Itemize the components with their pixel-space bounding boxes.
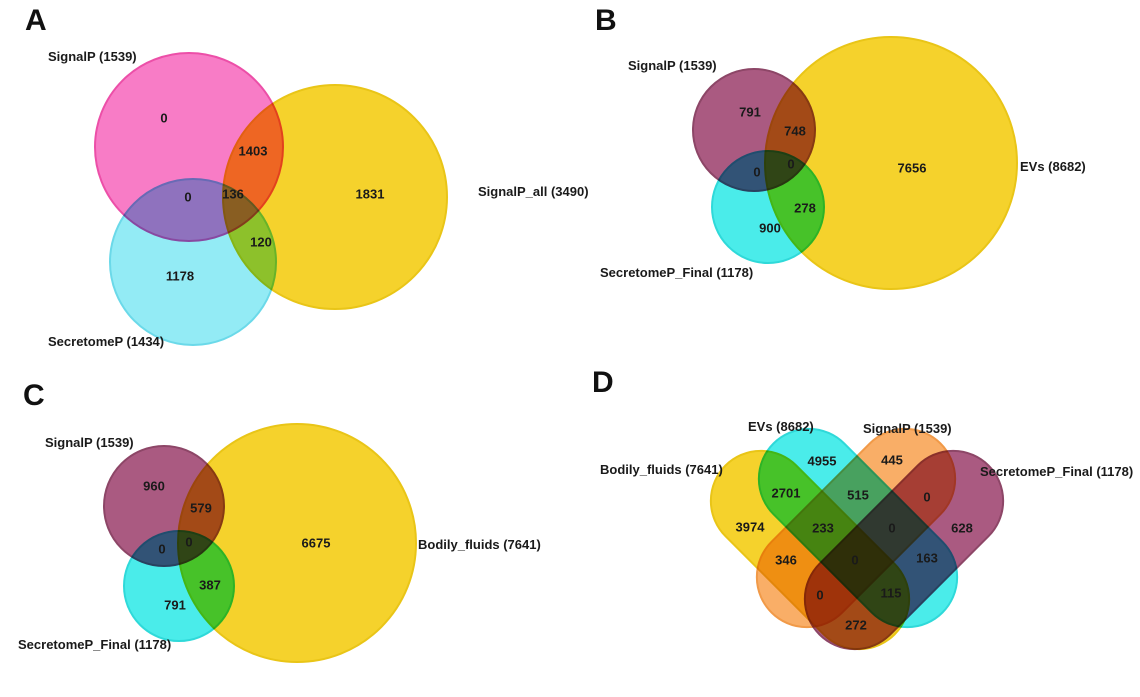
region-count-c-signalp-bodily_fluids: 579 [190, 500, 212, 516]
venn-shape-b-secretomep_final [711, 150, 825, 264]
panel-letter-b: B [595, 4, 617, 37]
region-count-d-bodily_fluids-evs: 2701 [771, 485, 801, 501]
region-count-a-signalp-signalp_all: 1403 [238, 143, 268, 159]
region-count-d-bodily_fluids-evs-signalp: 233 [812, 520, 834, 536]
set-label-d-secretomep_final: SecretomeP_Final (1178) [980, 464, 1134, 479]
set-label-d-signalp: SignalP (1539) [863, 421, 952, 436]
set-label-b-secretomep_final: SecretomeP_Final (1178) [600, 265, 754, 280]
region-count-b-signalp: 791 [739, 104, 761, 120]
region-count-d-bodily_fluids-signalp: 346 [775, 552, 797, 568]
region-count-b-signalp-evs: 748 [784, 123, 806, 139]
region-count-d-bodily_fluids-evs-signalp-secretomep_final: 0 [851, 552, 859, 568]
set-label-c-bodily_fluids: Bodily_fluids (7641) [418, 537, 541, 552]
region-count-a-signalp_all: 1831 [355, 186, 385, 202]
region-count-a-signalp-signalp_all-secretomep: 136 [222, 186, 244, 202]
region-count-b-signalp-secretomep_final: 0 [753, 164, 761, 180]
region-count-d-signalp: 445 [881, 452, 903, 468]
region-count-a-secretomep: 1178 [165, 268, 195, 284]
panel-letter-d: D [592, 366, 614, 399]
region-count-a-signalp: 0 [160, 110, 168, 126]
region-count-c-signalp: 960 [143, 478, 165, 494]
panel-letter-c: C [23, 379, 45, 412]
region-count-b-signalp-evs-secretomep_final: 0 [787, 156, 795, 172]
region-count-d-bodily_fluids-evs-secretomep_final: 115 [880, 585, 902, 601]
venn-shape-a-secretomep [109, 178, 277, 346]
region-count-d-bodily_fluids-secretomep_final: 272 [845, 617, 867, 633]
region-count-d-evs-signalp: 515 [847, 487, 869, 503]
region-count-d-evs-secretomep_final: 163 [916, 550, 938, 566]
set-label-b-signalp: SignalP (1539) [628, 58, 717, 73]
set-label-a-signalp_all: SignalP_all (3490) [478, 184, 589, 199]
region-count-c-secretomep_final: 791 [164, 597, 186, 613]
region-count-b-secretomep_final: 900 [759, 220, 781, 236]
set-label-a-signalp: SignalP (1539) [48, 49, 137, 64]
region-count-d-secretomep_final: 628 [951, 520, 973, 536]
region-count-d-bodily_fluids: 3974 [735, 519, 765, 535]
region-count-c-signalp-secretomep_final: 0 [158, 541, 166, 557]
set-label-b-evs: EVs (8682) [1020, 159, 1086, 174]
region-count-d-evs-signalp-secretomep_final: 0 [888, 520, 896, 536]
panel-letter-a: A [25, 4, 47, 37]
set-label-a-secretomep: SecretomeP (1434) [48, 334, 165, 349]
set-label-c-signalp: SignalP (1539) [45, 435, 134, 450]
region-count-c-bodily_fluids: 6675 [301, 535, 331, 551]
region-count-c-bodily_fluids-secretomep_final: 387 [199, 577, 221, 593]
region-count-b-evs-secretomep_final: 278 [794, 200, 816, 216]
set-label-c-secretomep_final: SecretomeP_Final (1178) [18, 637, 172, 652]
region-count-d-evs: 4955 [807, 453, 837, 469]
region-count-c-signalp-bodily_fluids-secretomep_final: 0 [185, 534, 193, 550]
set-label-d-bodily_fluids: Bodily_fluids (7641) [600, 462, 723, 477]
region-count-b-evs: 7656 [897, 160, 927, 176]
region-count-d-bodily_fluids-signalp-secretomep_final: 0 [816, 587, 824, 603]
venn-shape-c-secretomep_final [123, 530, 235, 642]
region-count-a-signalp-secretomep: 0 [184, 189, 192, 205]
region-count-d-signalp-secretomep_final: 0 [923, 489, 931, 505]
set-label-d-evs: EVs (8682) [748, 419, 814, 434]
region-count-a-signalp_all-secretomep: 120 [250, 234, 272, 250]
